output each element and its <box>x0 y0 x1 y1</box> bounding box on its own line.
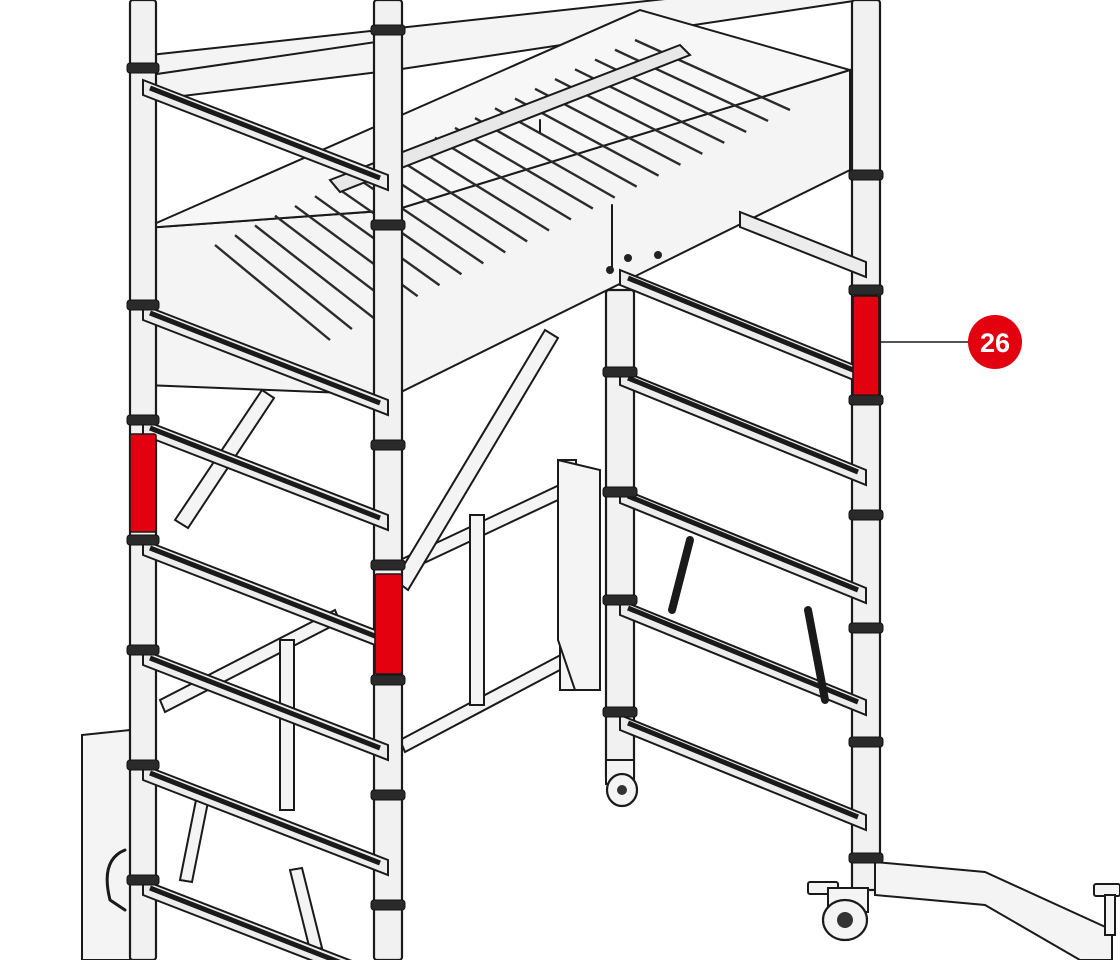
pole-clamp <box>126 644 160 656</box>
pole-clamp <box>602 594 638 606</box>
pole-clamp <box>602 486 638 498</box>
deck-slat <box>414 146 550 232</box>
rung-groove <box>149 310 381 406</box>
pole-clamp <box>848 169 884 181</box>
pole-clamp <box>848 736 884 748</box>
rear-frame <box>604 0 1120 960</box>
deck-slat <box>214 244 331 341</box>
platform-deck <box>144 0 863 397</box>
pole-clamp <box>370 789 406 801</box>
pole-clamp <box>370 439 406 451</box>
pole-clamp <box>370 219 406 231</box>
pole-clamp <box>370 674 406 686</box>
front-frame <box>128 0 404 960</box>
caster-wheel <box>821 887 869 942</box>
pole-clamp <box>602 706 638 718</box>
deck-slat <box>234 234 353 330</box>
deck-slat <box>454 126 594 210</box>
pole-clamp <box>848 284 884 296</box>
rung-groove <box>627 720 859 820</box>
pole-clamp <box>126 759 160 771</box>
pole-clamp <box>126 62 160 74</box>
caster-wheel <box>605 759 639 808</box>
pole-clamp <box>602 366 638 378</box>
pole-clamp <box>848 509 884 521</box>
callout-badge <box>968 315 1022 369</box>
pole-clamps <box>126 24 884 911</box>
deck-slat <box>394 156 528 243</box>
rung-groove <box>149 885 341 960</box>
pole-clamp <box>126 299 160 311</box>
callout-number: 26 <box>980 328 1010 358</box>
ladder-rung <box>142 878 353 960</box>
deck-slat <box>434 136 572 221</box>
rung-groove <box>149 545 381 641</box>
pole-clamp <box>848 394 884 406</box>
pole-clamp <box>126 874 160 886</box>
pole-clamp <box>370 24 406 36</box>
ladder-rung <box>739 210 867 279</box>
pole-clamp <box>126 534 160 546</box>
highlighted-tube-segment <box>852 295 880 399</box>
rung-groove <box>149 425 381 521</box>
deck-slat <box>254 224 375 320</box>
callout-26: 26 <box>880 315 1022 369</box>
highlighted-tube-segment <box>374 573 403 675</box>
rung-groove <box>149 770 381 866</box>
pole-clamp <box>848 852 884 864</box>
highlighted-tube-segment <box>129 433 157 533</box>
pole-clamp <box>370 559 406 571</box>
rung-groove <box>627 493 859 593</box>
base-frame <box>81 328 601 960</box>
rung-groove <box>149 85 381 181</box>
deck-slat <box>474 117 616 199</box>
rung-groove <box>627 275 859 375</box>
pole-clamp <box>126 414 160 426</box>
rung-groove <box>149 655 381 751</box>
rung-groove <box>627 375 859 475</box>
pole-clamp <box>370 899 406 911</box>
pole-clamp <box>848 622 884 634</box>
